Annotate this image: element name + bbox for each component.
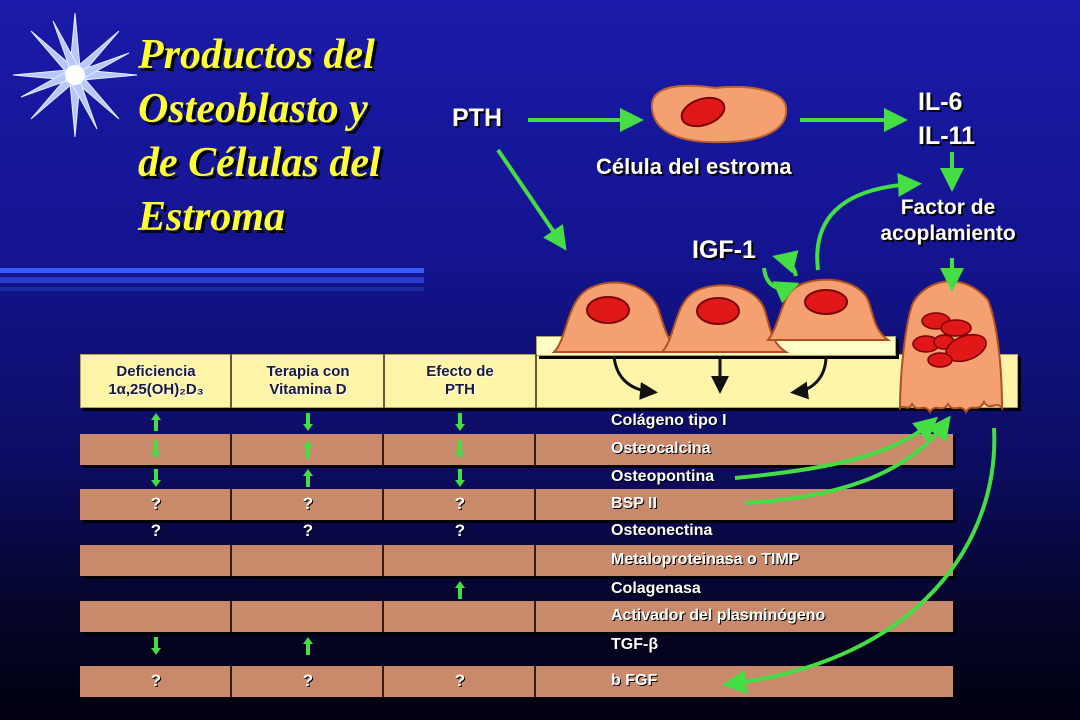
down-arrow-icon (151, 440, 161, 459)
page-title: Productos del Osteoblasto y de Células d… (138, 28, 438, 244)
header-terapia: Terapia con Vitamina D (234, 354, 382, 408)
table-cell (80, 434, 232, 465)
table-cell (384, 545, 536, 576)
table-row (80, 545, 953, 576)
header-text: 1α,25(OH)₂D₃ (108, 381, 204, 398)
header-text: Terapia con (266, 363, 350, 380)
unknown-mark: ? (150, 521, 162, 540)
coupling-factor-line: Factor de (900, 196, 996, 219)
row-label: b FGF (611, 671, 658, 689)
table-cell (80, 489, 232, 520)
matrix-arrows (612, 355, 828, 400)
row-label: Osteopontina (611, 468, 715, 485)
down-arrow-icon (455, 413, 465, 431)
title-underline-stripes (0, 268, 424, 291)
osteoclast-cell (898, 280, 1004, 414)
down-arrow-icon (303, 413, 313, 431)
table-row (80, 601, 953, 632)
table-cell (232, 601, 384, 632)
up-arrow-icon (303, 440, 313, 459)
title-line-2: Osteoblasto y (138, 86, 368, 132)
table-cell (232, 489, 384, 520)
table-cell (80, 601, 232, 632)
table-cell (232, 666, 384, 697)
table-cell (384, 601, 536, 632)
starburst-logo (12, 12, 138, 138)
down-arrow-icon (455, 469, 465, 487)
header-text: Efecto de (426, 363, 494, 380)
table-cell (384, 489, 536, 520)
osteoblast-cell-1 (551, 281, 686, 353)
table-cell (384, 434, 536, 465)
up-arrow-icon (151, 413, 161, 431)
header-divider (230, 354, 232, 408)
pth-label: PTH (452, 104, 502, 132)
header-deficiencia: Deficiencia 1α,25(OH)₂D₃ (82, 354, 230, 408)
down-arrow-icon (151, 637, 161, 655)
unknown-mark: ? (302, 521, 314, 540)
stroma-cell-label: Célula del estroma (596, 154, 792, 179)
title-line-1: Productos del (138, 32, 375, 78)
up-arrow-icon (455, 581, 465, 599)
signal-arrows (496, 108, 997, 694)
igf1-label: IGF-1 (692, 236, 756, 264)
table-cell (232, 545, 384, 576)
table-cell (232, 434, 384, 465)
osteoblast-cell-2 (659, 284, 790, 353)
unknown-mark: ? (454, 493, 466, 513)
header-text: Deficiencia (116, 363, 196, 380)
title-line-3: de Células del (138, 140, 381, 186)
row-label: Colagenasa (611, 580, 701, 597)
up-arrow-icon (303, 469, 313, 487)
unknown-mark: ? (150, 670, 162, 690)
unknown-mark: ? (454, 670, 466, 690)
table-row (80, 666, 953, 697)
unknown-mark: ? (302, 670, 314, 690)
row-label: Metaloproteinasa o TIMP (611, 550, 800, 568)
down-arrow-icon (455, 440, 465, 459)
header-divider (535, 354, 537, 408)
row-label: Colágeno tipo I (611, 412, 727, 429)
il11-label: IL-11 (918, 122, 975, 150)
table-cell (80, 666, 232, 697)
table-row (80, 434, 953, 465)
header-divider (383, 354, 385, 408)
bone-surface-band (80, 354, 1018, 408)
row-label: TGF-β (611, 636, 659, 653)
header-text: Vitamina D (269, 381, 347, 398)
unknown-mark: ? (302, 493, 314, 513)
coupling-factor-label: Factor de acoplamiento (858, 195, 1038, 247)
table-cell (80, 545, 232, 576)
row-label: BSP II (611, 494, 657, 512)
up-arrow-icon (303, 637, 313, 655)
title-line-4: Estroma (138, 194, 286, 240)
unknown-mark: ? (454, 521, 466, 540)
table-cell (384, 666, 536, 697)
unknown-mark: ? (150, 493, 162, 513)
stromal-cell (650, 84, 788, 144)
header-text: PTH (445, 381, 475, 398)
row-label: Osteonectina (611, 522, 713, 539)
coupling-factor-line: acoplamiento (880, 222, 1016, 245)
header-efecto-pth: Efecto de PTH (386, 354, 534, 408)
il6-label: IL-6 (918, 88, 963, 116)
down-arrow-icon (151, 469, 161, 487)
row-label: Activador del plasminógeno (611, 606, 826, 624)
row-label: Osteocalcina (611, 439, 711, 457)
